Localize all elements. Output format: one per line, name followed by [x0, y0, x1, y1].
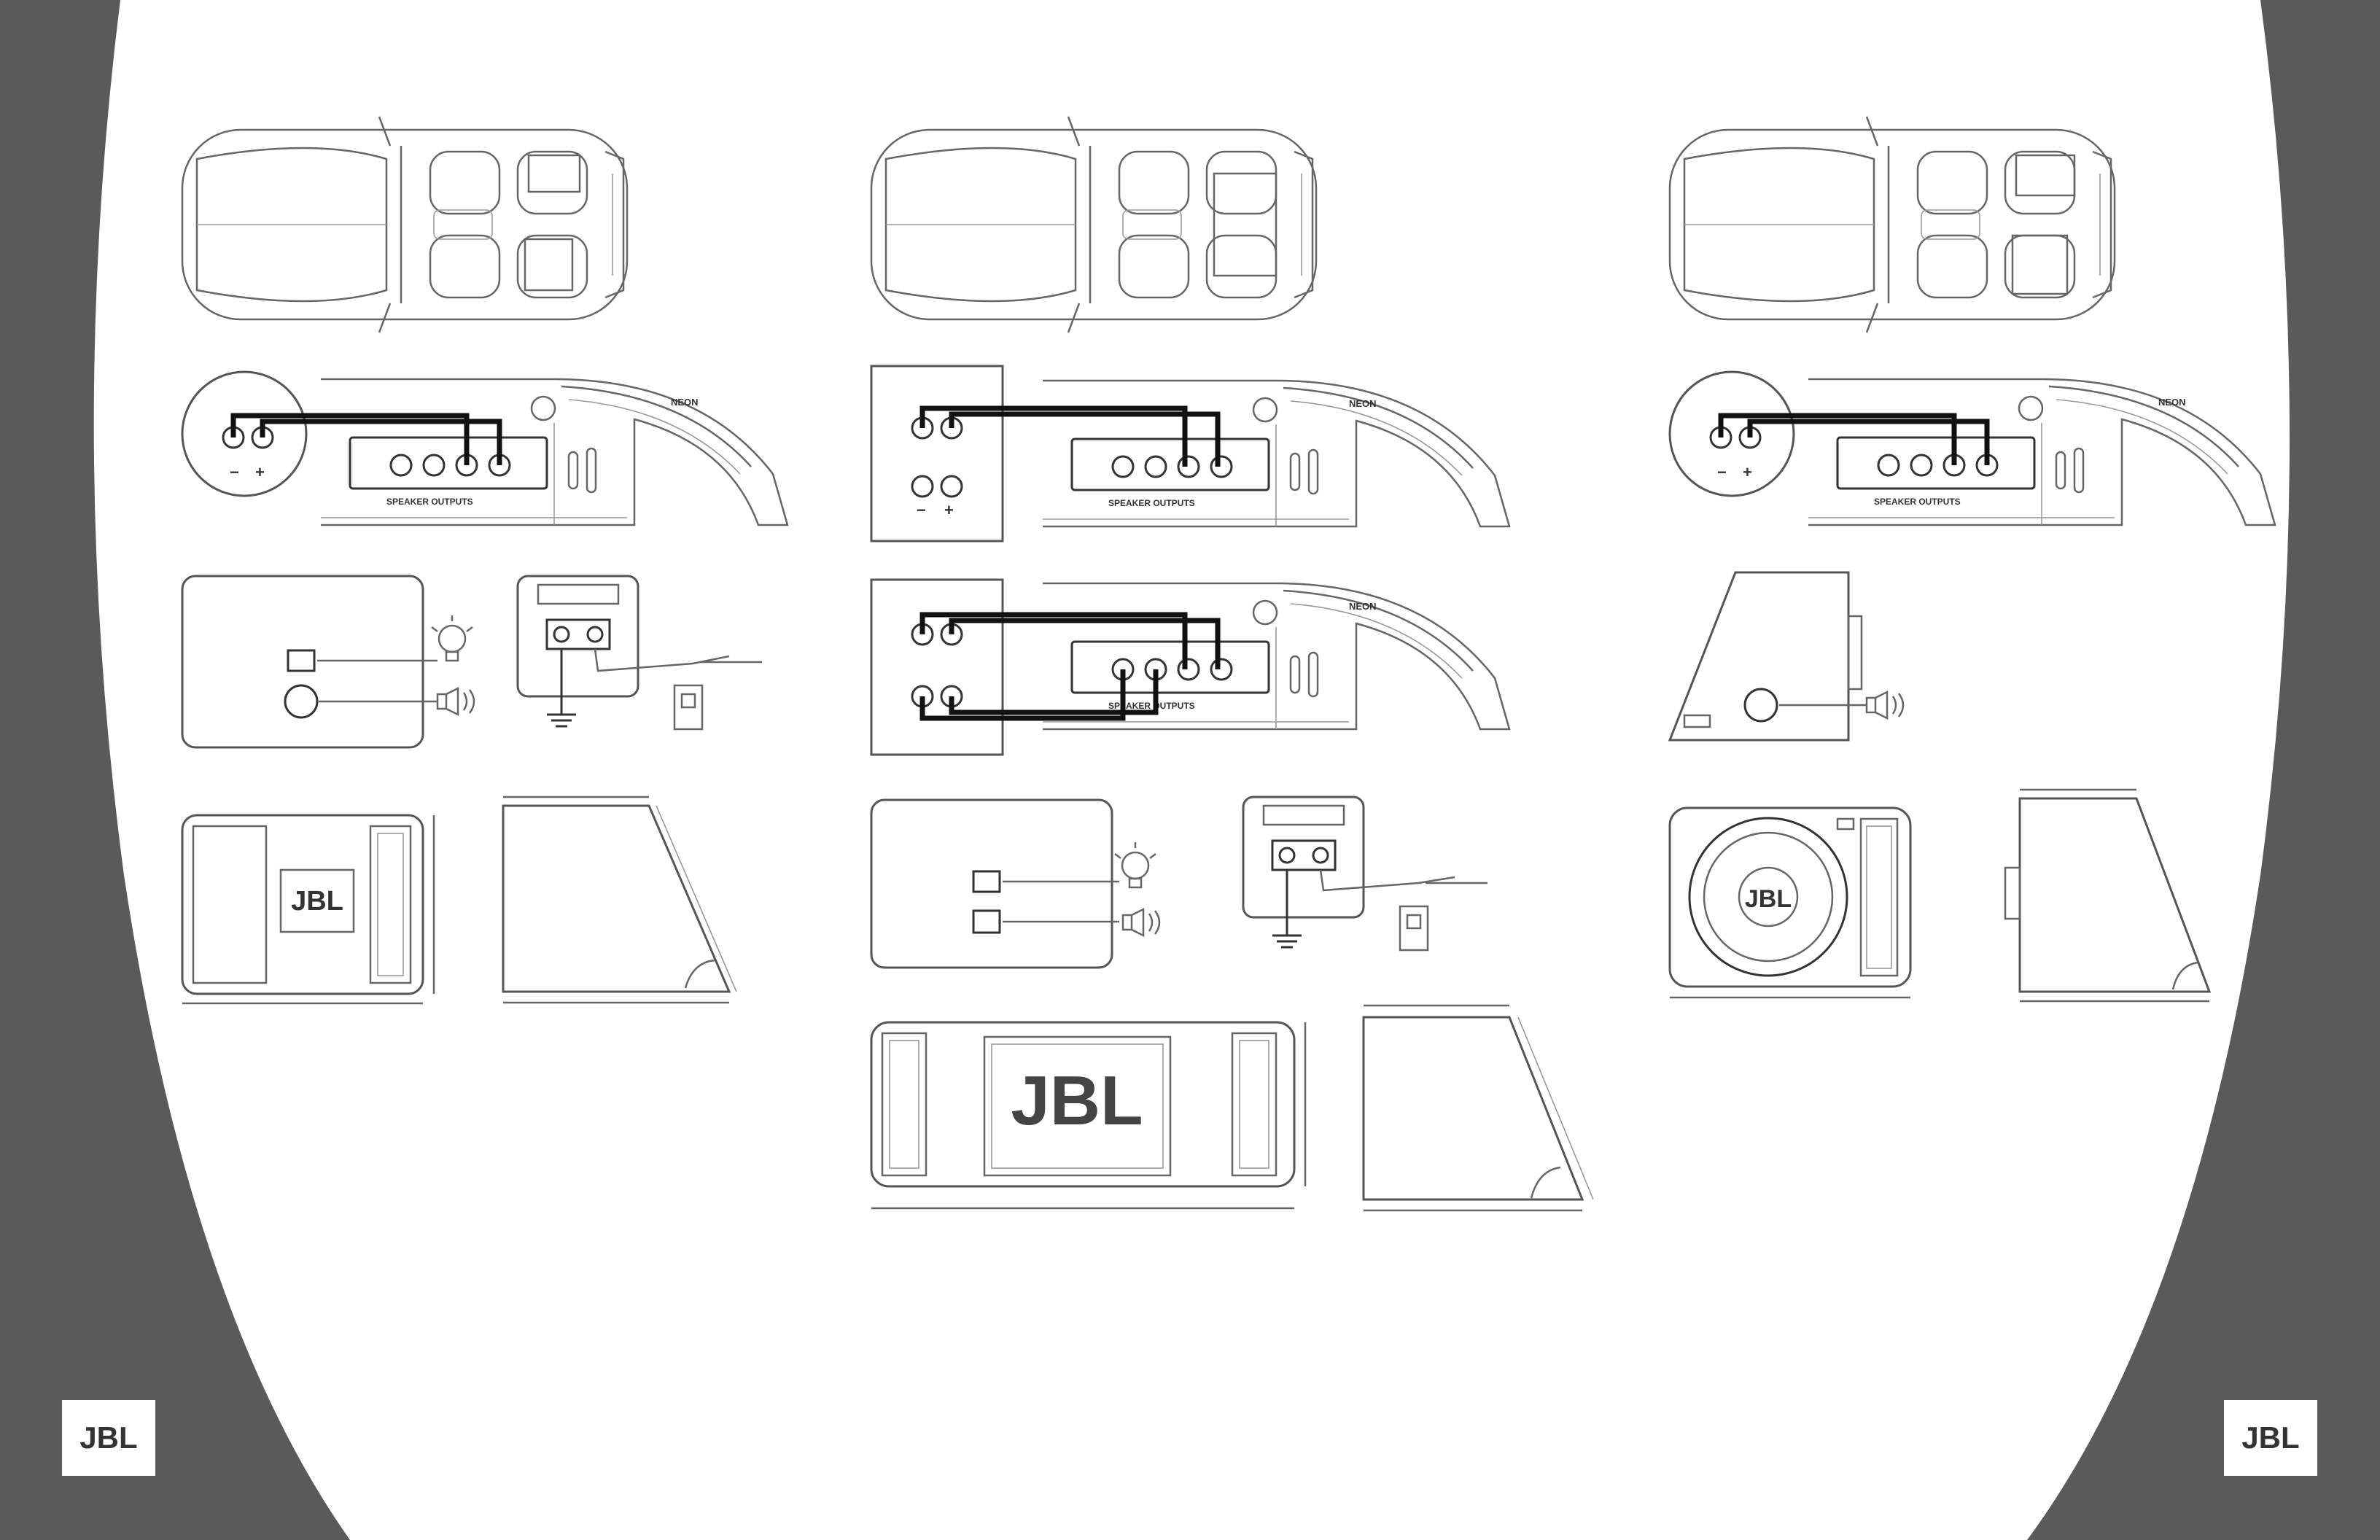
amp-wiring-center-2: NEON SPEAKER OUTPUTS — [871, 580, 1509, 755]
left-side-panel — [0, 0, 350, 1540]
neon-speaker-input-panel-left — [182, 576, 474, 747]
neon-label-c1: NEON — [1349, 398, 1377, 409]
enclosure-logo-left: JBL — [291, 886, 343, 917]
neon-speaker-input-panel-center — [871, 800, 1159, 968]
enclosure-side-dimension-right — [2005, 790, 2209, 1001]
neon-label-r: NEON — [2158, 397, 2186, 408]
car-top-view-left — [182, 117, 627, 332]
neon-label-c2: NEON — [1349, 601, 1377, 612]
neon-label: NEON — [671, 397, 699, 408]
car-top-view-center — [871, 117, 1316, 332]
terminal-minus-r: − — [1717, 463, 1727, 481]
enclosure-logo-center: JBL — [1011, 1062, 1143, 1140]
jbl-logo-left: JBL — [62, 1400, 155, 1476]
enclosure-side-dimension-center — [1364, 1006, 1593, 1210]
right-side-panel — [2027, 0, 2380, 1540]
speaker-outputs-label: SPEAKER OUTPUTS — [386, 497, 473, 507]
car-top-view-right — [1670, 117, 2115, 332]
enclosure-front-left: JBL — [182, 815, 434, 1003]
svg-text:JBL: JBL — [2241, 1420, 2299, 1455]
svg-text:JBL: JBL — [79, 1420, 137, 1455]
terminal-minus-c1: − — [917, 501, 926, 519]
enclosure-front-woofer-right: JBL — [1670, 808, 1910, 998]
speaker-outputs-label-r: SPEAKER OUTPUTS — [1874, 497, 1961, 507]
speaker-outputs-label-c1: SPEAKER OUTPUTS — [1108, 498, 1195, 508]
terminal-plus: + — [255, 463, 265, 481]
neon-switch-plate-center — [1243, 797, 1488, 950]
enclosure-side-dimension-left — [503, 797, 736, 1003]
enclosure-logo-right: JBL — [1745, 885, 1792, 913]
enclosure-front-wide-center: JBL — [871, 1022, 1305, 1208]
amp-wiring-right: − + NEON SPEAKER OUTPUTS — [1670, 372, 2275, 525]
jbl-logo-right: JBL — [2224, 1400, 2317, 1476]
enclosure-side-terminal-right — [1670, 572, 1903, 740]
terminal-plus-r: + — [1743, 463, 1752, 481]
amp-wiring-left: − + NEON SPEAKER OUTPUTS — [182, 372, 788, 525]
terminal-minus: − — [230, 463, 239, 481]
neon-switch-plate-left — [518, 576, 762, 729]
terminal-plus-c1: + — [944, 501, 954, 519]
amp-wiring-center-1: − + NEON SPEAKER OUTPUTS — [871, 366, 1509, 541]
